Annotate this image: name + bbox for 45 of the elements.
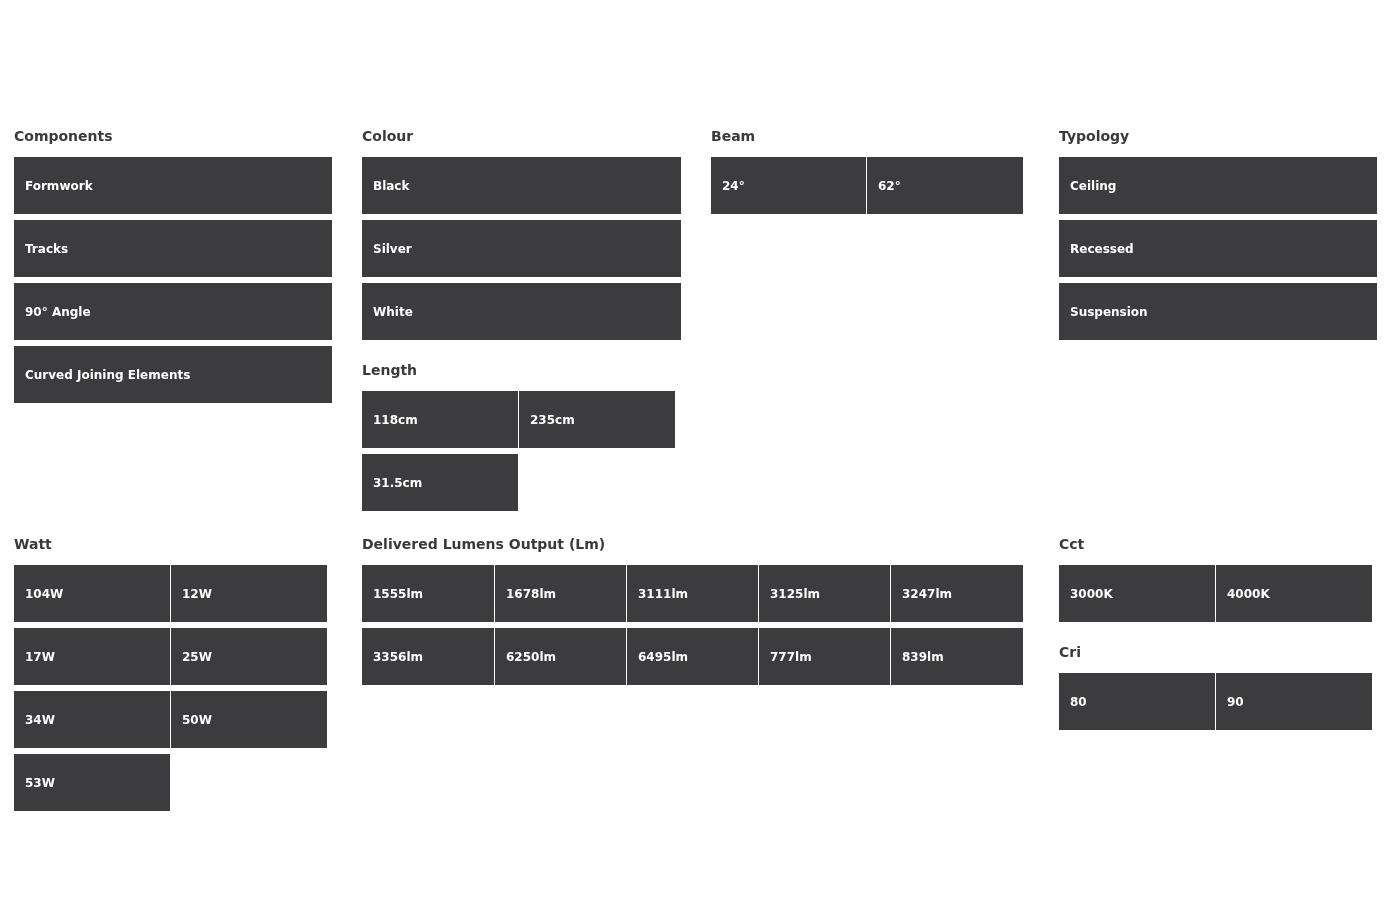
filter-option: 25W	[171, 628, 327, 685]
filter-option: 90	[1216, 673, 1372, 730]
section-heading: Colour	[362, 128, 414, 144]
filter-option: Tracks	[14, 220, 332, 277]
filter-option: 31.5cm	[362, 454, 518, 511]
filter-option: Suspension	[1059, 283, 1377, 340]
filter-option: 235cm	[519, 391, 675, 448]
section-heading: Cri	[1059, 644, 1081, 660]
section-heading: Cct	[1059, 536, 1085, 552]
section-heading: Components	[14, 128, 113, 144]
filter-option: 90° Angle	[14, 283, 332, 340]
filter-option: 839lm	[891, 628, 1023, 685]
filter-option: 53W	[14, 754, 170, 811]
filter-option: 1678lm	[495, 565, 626, 622]
filter-option: 118cm	[362, 391, 518, 448]
filter-option: 24°	[711, 157, 866, 214]
filter-option: 3111lm	[627, 565, 758, 622]
section-heading: Watt	[14, 536, 52, 552]
filter-option: 3356lm	[362, 628, 494, 685]
filter-option: 3125lm	[759, 565, 890, 622]
filter-option: 17W	[14, 628, 170, 685]
filter-option: Curved Joining Elements	[14, 346, 332, 403]
filter-option: 6250lm	[495, 628, 626, 685]
section-heading: Delivered Lumens Output (Lm)	[362, 536, 606, 552]
section-heading: Typology	[1059, 128, 1130, 144]
filter-option: 4000K	[1216, 565, 1372, 622]
filter-option: 3247lm	[891, 565, 1023, 622]
filter-option: Ceiling	[1059, 157, 1377, 214]
filter-option: White	[362, 283, 681, 340]
filter-option: 6495lm	[627, 628, 758, 685]
filter-option: 1555lm	[362, 565, 494, 622]
filter-option: 34W	[14, 691, 170, 748]
filter-option: 62°	[867, 157, 1023, 214]
section-heading: Beam	[711, 128, 756, 144]
filter-option: 3000K	[1059, 565, 1215, 622]
filter-option: Formwork	[14, 157, 332, 214]
section-heading: Length	[362, 362, 418, 378]
filter-option: Silver	[362, 220, 681, 277]
filter-option: 80	[1059, 673, 1215, 730]
filter-option: 777lm	[759, 628, 890, 685]
filter-option: 50W	[171, 691, 327, 748]
filter-option: Recessed	[1059, 220, 1377, 277]
filter-option: Black	[362, 157, 681, 214]
filter-option: 12W	[171, 565, 327, 622]
filter-option: 104W	[14, 565, 170, 622]
